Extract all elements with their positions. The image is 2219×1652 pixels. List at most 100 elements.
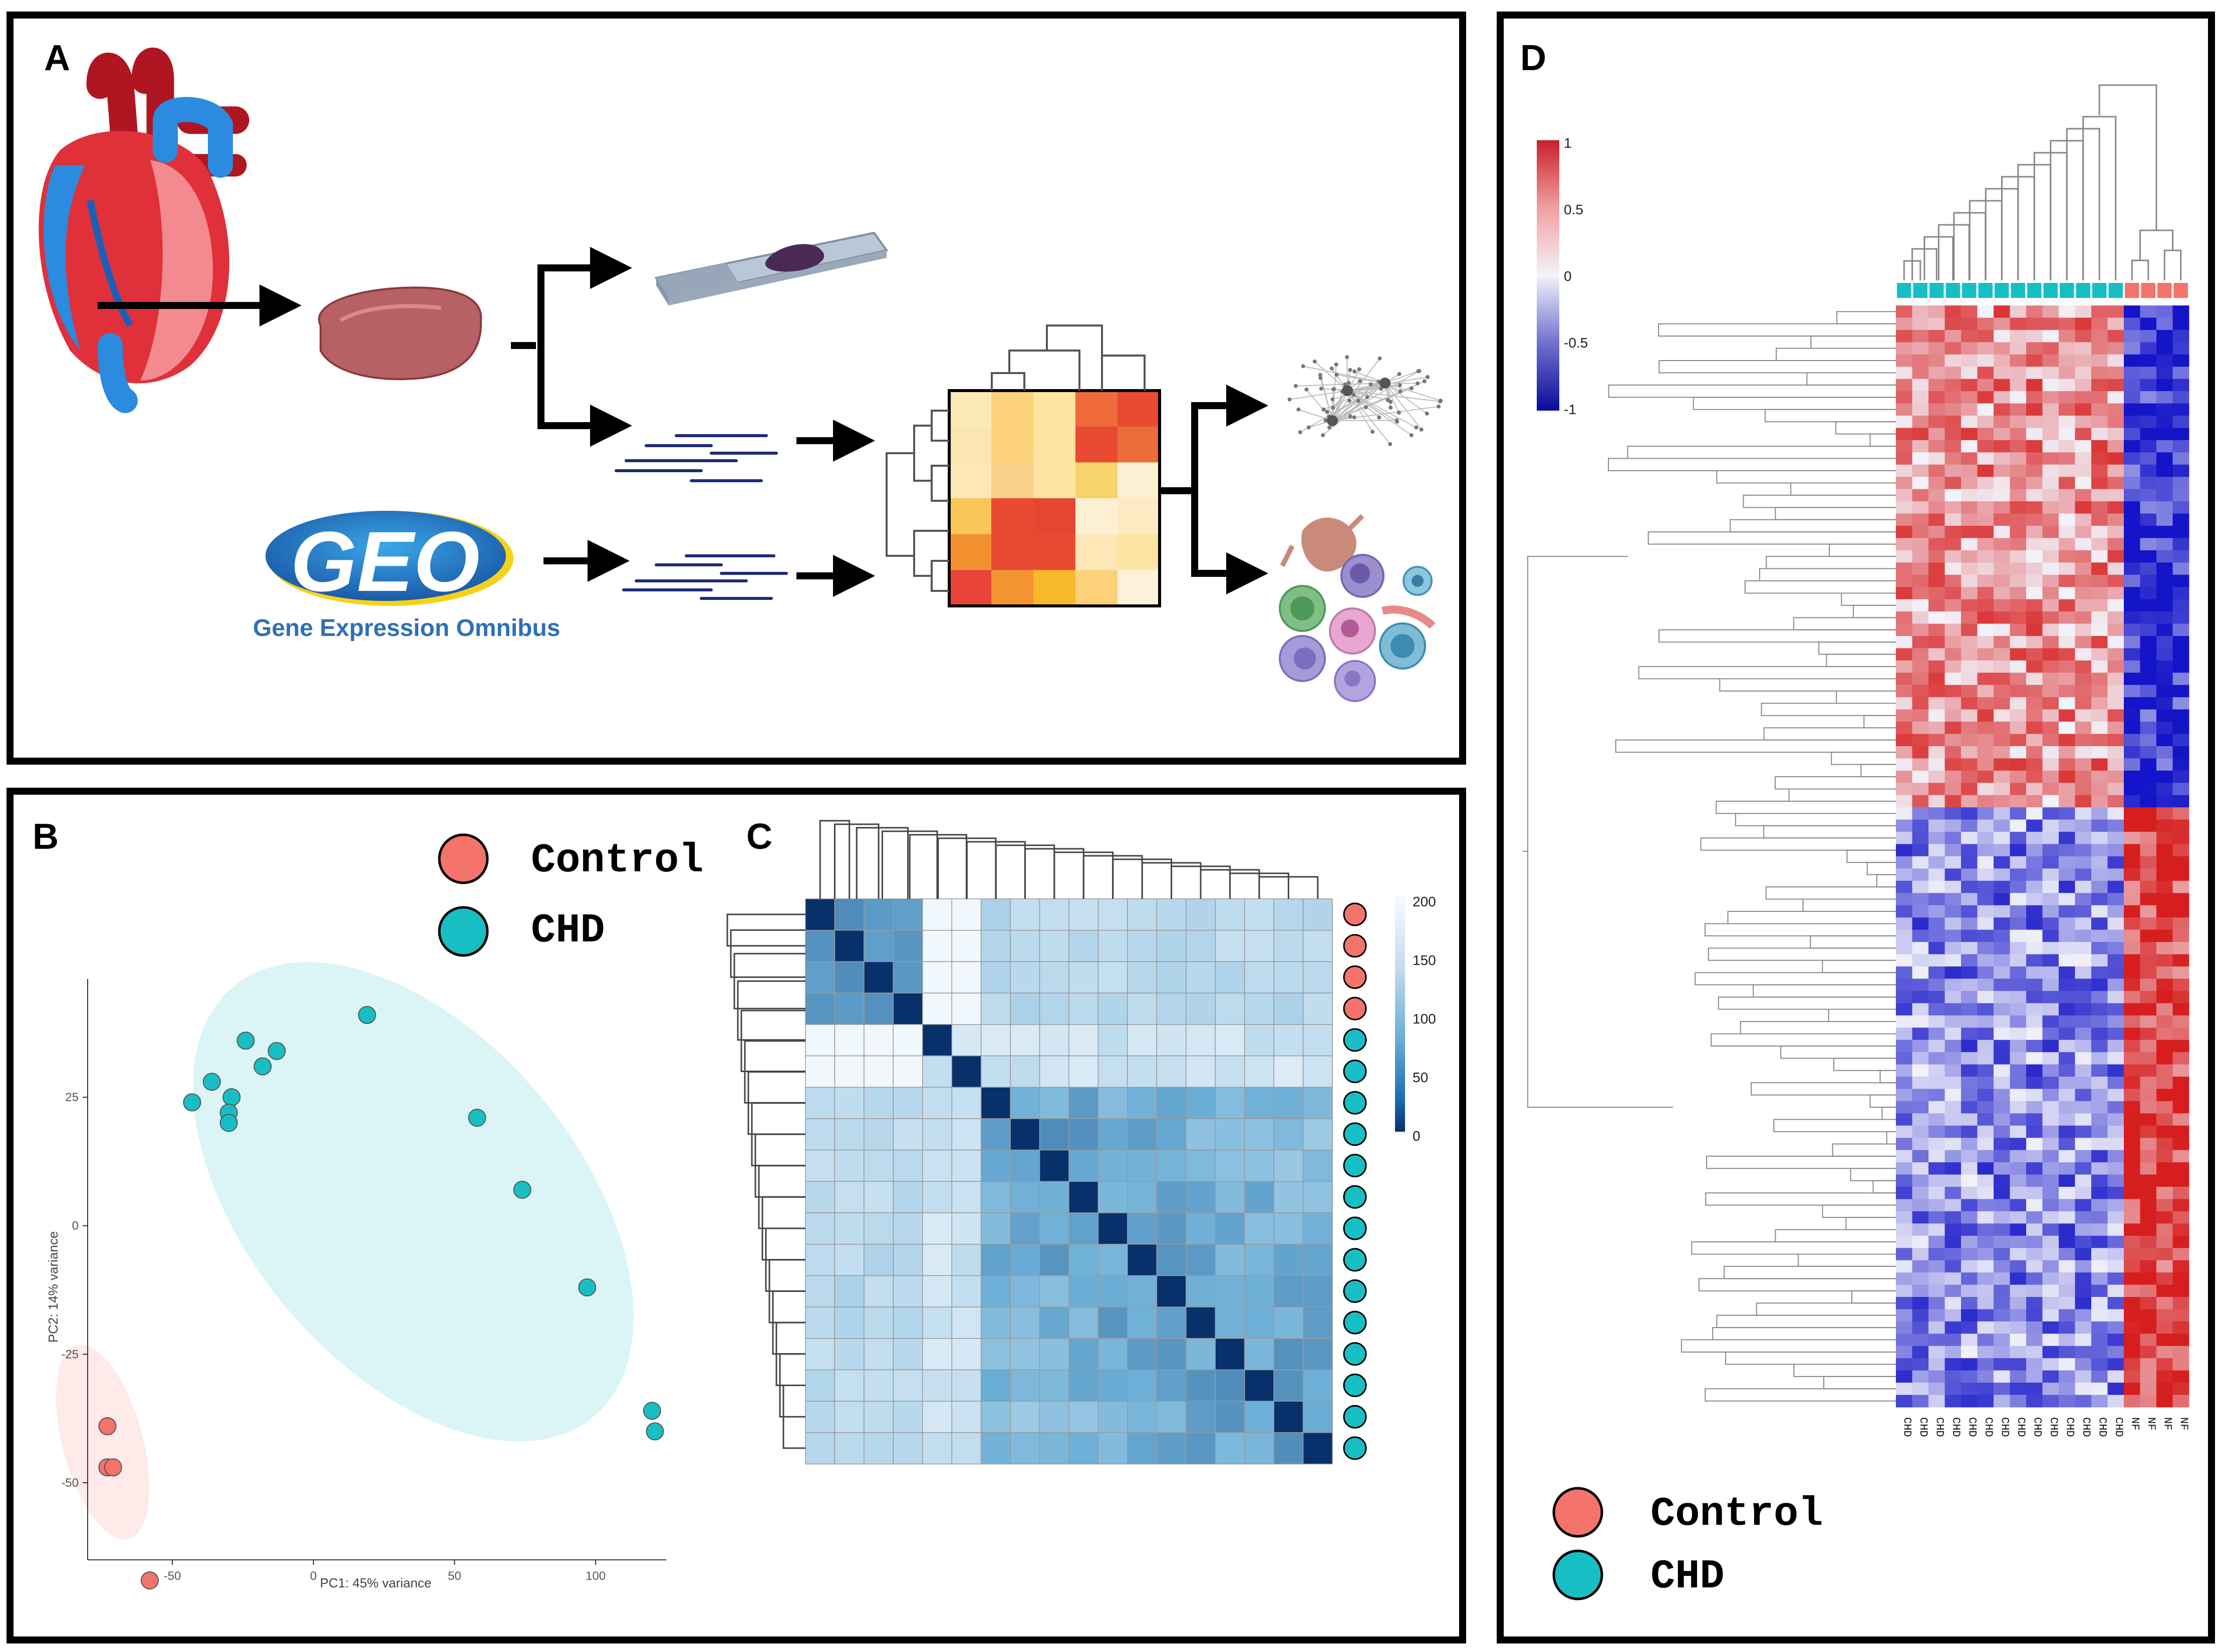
expr-cell: [2156, 1370, 2173, 1383]
corr-cell: [1156, 1432, 1187, 1465]
expr-cell: [2107, 587, 2124, 600]
expr-cell: [2059, 599, 2075, 612]
pca-point: [98, 1417, 117, 1436]
expr-cell: [1994, 599, 2010, 612]
expr-cell: [1994, 1101, 2010, 1114]
expr-cell: [2010, 1162, 2027, 1175]
expr-cell: [1896, 709, 1912, 722]
legend-control-marker-d: [1552, 1487, 1603, 1538]
expr-cell: [2124, 868, 2140, 881]
expr-cell: [1945, 660, 1962, 673]
corr-cell: [1273, 961, 1304, 994]
expr-cell: [1994, 464, 2010, 477]
expr-cell: [1912, 844, 1929, 857]
expr-cell: [1912, 1174, 1929, 1187]
expr-cell: [1912, 1211, 1929, 1224]
expr-cell: [2156, 391, 2173, 404]
corr-cell: [1302, 961, 1333, 994]
expr-cell: [2124, 1028, 2140, 1041]
expr-cell: [2156, 317, 2173, 331]
expr-cell: [2124, 942, 2140, 955]
expr-cell: [1912, 856, 1929, 869]
expr-cell: [1945, 966, 1962, 979]
pca-point: [513, 1180, 531, 1199]
expr-cell: [1945, 587, 1962, 600]
expr-cell: [1896, 489, 1912, 502]
expr-cell: [2156, 562, 2173, 575]
expr-cell: [1896, 758, 1912, 771]
expr-cell: [2059, 1077, 2075, 1089]
expr-cell: [2091, 440, 2108, 453]
expr-cell: [1912, 1028, 1929, 1041]
expr-cell: [2172, 819, 2189, 832]
corr-group-marker: [1343, 1342, 1367, 1366]
expr-cell: [1961, 978, 1978, 992]
expr-cell: [2042, 893, 2059, 906]
corr-cell: [922, 1181, 952, 1213]
expr-cell: [2107, 1211, 2124, 1224]
expr-cell: [2042, 856, 2059, 869]
pca-point: [643, 1402, 661, 1420]
expr-cell: [2010, 1101, 2027, 1114]
expr-cell: [2124, 342, 2140, 355]
legend-chd-marker-d: [1552, 1549, 1603, 1600]
expr-cell: [1928, 1334, 1945, 1347]
expr-cell: [1961, 574, 1978, 587]
expr-column-label: CHD: [1917, 1417, 1929, 1437]
network-node: [1330, 397, 1335, 402]
corr-cell: [1186, 929, 1216, 962]
mini-heatmap-cell: [1118, 391, 1160, 427]
expr-cell: [2026, 599, 2043, 612]
expr-cell: [1912, 342, 1929, 355]
expr-cell: [2010, 832, 2027, 845]
expr-cell: [1977, 452, 1994, 465]
expr-cell: [1977, 709, 1994, 722]
corr-cell: [1010, 1055, 1040, 1088]
expr-cell: [2026, 734, 2043, 747]
expr-cell: [1912, 623, 1929, 636]
expr-cell: [2172, 893, 2189, 906]
expr-cell: [2156, 832, 2173, 845]
expr-cell: [2172, 1211, 2189, 1224]
corr-cell: [1010, 961, 1040, 994]
expr-cell: [2042, 1174, 2059, 1187]
expr-cell: [2091, 746, 2108, 759]
expr-cell: [1912, 1113, 1929, 1126]
expr-cell: [1961, 1077, 1978, 1089]
expr-cell: [2026, 1297, 2043, 1309]
expr-cell: [1896, 734, 1912, 747]
expr-cell: [2059, 1346, 2075, 1359]
expr-cell: [1896, 1138, 1912, 1151]
mini-heatmap-cell: [1033, 426, 1076, 463]
expr-cell: [2075, 978, 2092, 992]
expr-cell: [1945, 562, 1962, 575]
expr-cell: [2124, 317, 2140, 331]
corr-cell: [1039, 1055, 1069, 1088]
expr-cell: [2042, 599, 2059, 612]
expr-cell: [1945, 1199, 1962, 1212]
expr-cell: [2140, 623, 2157, 636]
expr-cell: [1977, 428, 1994, 441]
expr-cell: [1896, 856, 1912, 869]
expr-cell: [2042, 636, 2059, 648]
expr-cell: [2042, 1297, 2059, 1309]
expr-cell: [1928, 795, 1945, 808]
expr-cell: [2010, 1284, 2027, 1297]
expr-column-label: NF: [2145, 1417, 2157, 1430]
expr-cell: [2156, 1113, 2173, 1126]
expr-cell: [2156, 550, 2173, 563]
corr-cell: [1215, 993, 1245, 1025]
expr-cell: [1977, 1358, 1994, 1371]
expr-cell: [2059, 722, 2075, 735]
network-node: [1426, 375, 1430, 379]
expr-cell: [2107, 770, 2124, 783]
expr-cell: [1928, 342, 1945, 355]
expr-cell: [1994, 1064, 2010, 1077]
expr-cell: [1896, 623, 1912, 636]
expr-cell: [2156, 1052, 2173, 1065]
expr-cell: [2156, 1150, 2173, 1163]
expr-cell: [1912, 905, 1929, 918]
expr-cell: [1977, 1235, 1994, 1248]
expr-cell: [2042, 379, 2059, 392]
expr-cell: [1912, 746, 1929, 759]
